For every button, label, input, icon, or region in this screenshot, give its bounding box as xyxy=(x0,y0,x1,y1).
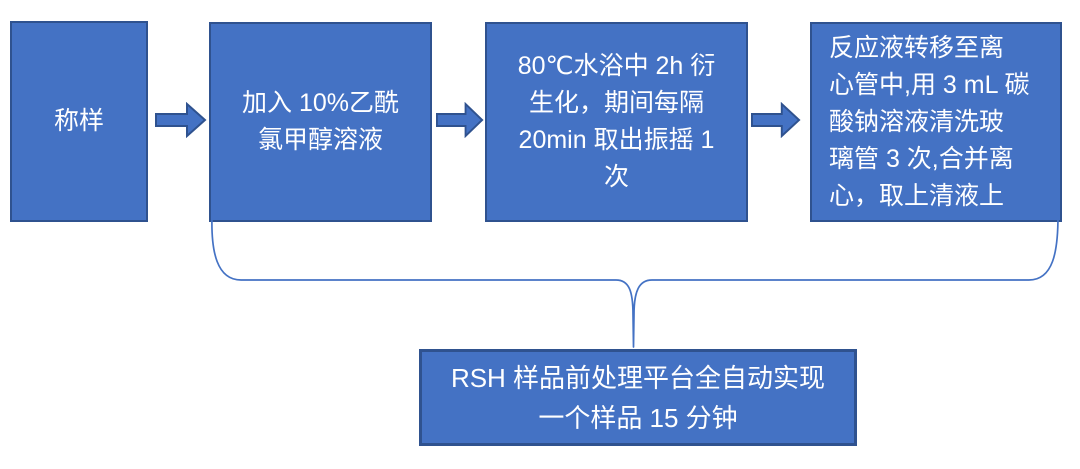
step-1-text: 称样 xyxy=(53,107,104,135)
flow-step-add-reagent: 加入 10%乙酰 氯甲醇溶液 xyxy=(209,22,432,222)
flow-step-centrifuge: 反应液转移至离 心管中,用 3 mL 碳 酸钠溶液清洗玻 璃管 3 次,合并离 … xyxy=(810,22,1062,222)
step-2-line-2: 氯甲醇溶液 xyxy=(257,126,383,154)
step-4-line-4: 璃管 3 次,合并离 xyxy=(829,144,1014,173)
arrow-right-icon xyxy=(155,102,207,138)
flow-step-weigh-sample: 称样 xyxy=(10,21,148,222)
step-4-line-2: 心管中,用 3 mL 碳 xyxy=(829,70,1030,99)
flow-step-water-bath: 80℃水浴中 2h 衍 生化，期间每隔 20min 取出振摇 1 次 xyxy=(485,22,748,222)
summary-line-2: 一个样品 15 分钟 xyxy=(538,402,738,433)
step-2-line-1: 加入 10%乙酰 xyxy=(242,89,399,117)
arrow-right-icon xyxy=(436,102,484,138)
arrow-right-icon xyxy=(751,102,801,138)
flow-summary-platform: RSH 样品前处理平台全自动实现 一个样品 15 分钟 xyxy=(419,349,857,446)
step-4-line-5: 心，取上清液上 xyxy=(829,181,1005,210)
step-3-line-2: 生化，期间每隔 xyxy=(528,89,704,117)
step-3-line-3: 20min 取出振摇 1 xyxy=(518,126,715,154)
step-3-line-4: 次 xyxy=(603,163,629,191)
step-3-line-1: 80℃水浴中 2h 衍 xyxy=(517,52,716,80)
step-4-line-3: 酸钠溶液清洗玻 xyxy=(829,107,1005,136)
summary-line-1: RSH 样品前处理平台全自动实现 xyxy=(450,362,826,393)
step-4-line-1: 反应液转移至离 xyxy=(829,33,1005,62)
